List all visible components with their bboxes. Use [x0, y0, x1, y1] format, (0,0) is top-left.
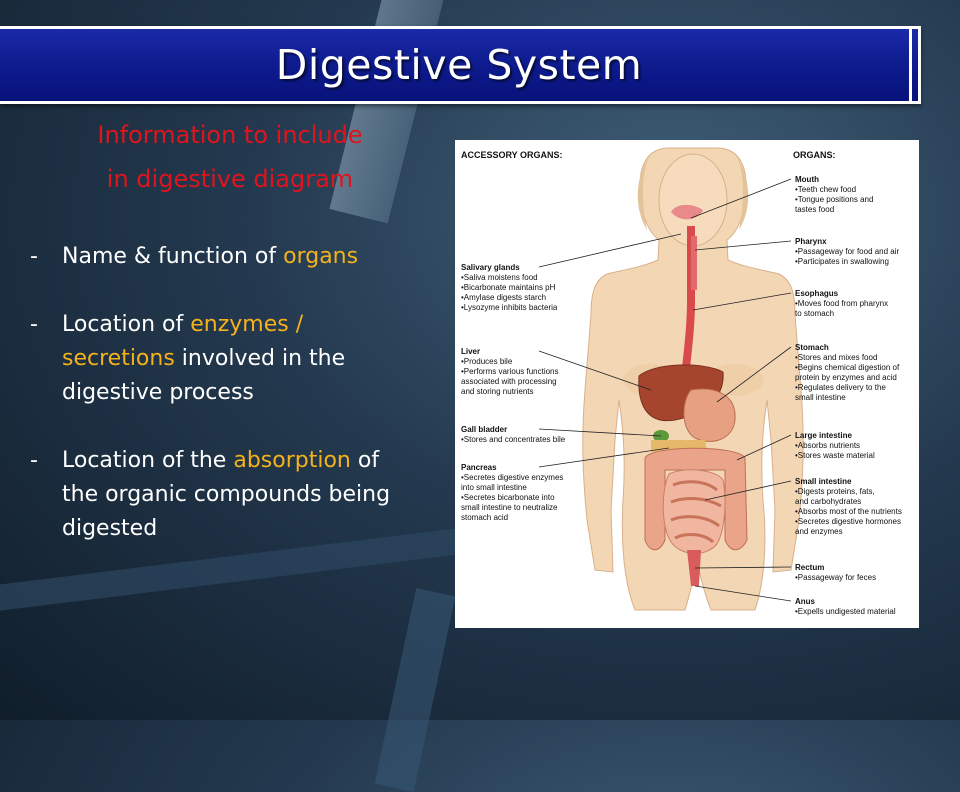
bullet-dash: - — [30, 448, 38, 473]
organ-function: •Stores and mixes food — [795, 353, 877, 362]
organ-function: •Tongue positions and — [795, 195, 873, 204]
organ-label: Gall bladder — [461, 425, 507, 434]
organ-function: •Secretes digestive hormones — [795, 517, 901, 526]
leader-line — [538, 428, 662, 437]
bullet-text: Location of the — [62, 448, 234, 473]
organ-label: Salivary glands — [461, 263, 520, 272]
organ-label: Pancreas — [461, 463, 497, 472]
leader-line — [736, 434, 792, 461]
leader-line — [538, 350, 652, 391]
organ-label: Large intestine — [795, 431, 852, 440]
bullet-text: Location of — [62, 312, 191, 337]
organ-label: Liver — [461, 347, 480, 356]
organ-function: •Stores and concentrates bile — [461, 435, 566, 444]
organ-function: •Participates in swallowing — [795, 257, 889, 266]
bullet-dash: - — [30, 312, 38, 337]
organ-function: •Produces bile — [461, 357, 513, 366]
organ-function: •Expells undigested material — [795, 607, 896, 616]
organ-function: •Lysozyme inhibits bacteria — [461, 303, 558, 312]
heading-line: in digestive diagram — [106, 165, 354, 193]
bullet-text: of the organic compounds being digested — [62, 448, 391, 541]
organ-function: •Moves food from pharynx — [795, 299, 888, 308]
organ-function: •Bicarbonate maintains pH — [461, 283, 556, 292]
left-header: ACCESSORY ORGANS: — [461, 150, 563, 160]
organ-function: •Absorbs most of the nutrients — [795, 507, 902, 516]
organ-label: Pharynx — [795, 237, 827, 246]
bullet-dash: - — [30, 244, 38, 269]
leader-line — [694, 240, 792, 251]
organ-label: Rectum — [795, 563, 824, 572]
organ-function: •Digests proteins, fats, — [795, 487, 875, 496]
organ-function: •Stores waste material — [795, 451, 875, 460]
organ-label: Small intestine — [795, 477, 852, 486]
organ-function: and storing nutrients — [461, 387, 534, 396]
organ-function: •Passageway for feces — [795, 573, 876, 582]
organ-function: and carbohydrates — [795, 497, 861, 506]
organ-function: •Regulates delivery to the — [795, 383, 886, 392]
organ-function: •Secretes bicarbonate into — [461, 493, 555, 502]
highlight-term: organs — [283, 244, 359, 269]
organ-label: Anus — [795, 597, 816, 606]
organ-function: •Teeth chew food — [795, 185, 856, 194]
background-stripe — [374, 588, 456, 792]
heading-line: Information to include — [97, 121, 363, 149]
section-heading: Information to include in digestive diag… — [40, 113, 420, 201]
digestive-diagram: ACCESSORY ORGANS:ORGANS:Salivary glands•… — [455, 140, 919, 628]
bullet-list: -Name & function of organs-Location of e… — [30, 240, 420, 580]
bullet-text: Name & function of — [62, 244, 284, 269]
leader-line — [694, 585, 792, 602]
organ-function: •Begins chemical digestion of — [795, 363, 900, 372]
leader-line — [704, 480, 792, 501]
organ-function: •Amylase digests starch — [461, 293, 546, 302]
leader-line — [538, 447, 670, 468]
organ-function: to stomach — [795, 309, 834, 318]
bullet-item: -Name & function of organs — [30, 240, 420, 274]
organ-label: Stomach — [795, 343, 829, 352]
highlight-term: secretions — [62, 346, 175, 371]
leader-line — [690, 178, 792, 219]
highlight-term: enzymes / — [190, 312, 304, 337]
organ-function: and enzymes — [795, 527, 843, 536]
leader-line — [716, 346, 792, 403]
bullet-text: involved in the digestive process — [62, 346, 346, 405]
leader-line — [694, 566, 792, 569]
bullet-item: -Location of enzymes / secretions involv… — [30, 308, 420, 410]
title-bar: Digestive System — [0, 26, 921, 104]
slide-title: Digestive System — [275, 41, 643, 89]
right-header: ORGANS: — [793, 150, 836, 160]
organ-function: associated with processing — [461, 377, 557, 386]
organ-function: •Secretes digestive enzymes — [461, 473, 563, 482]
organ-function: small intestine to neutralize — [461, 503, 558, 512]
organ-function: stomach acid — [461, 513, 508, 522]
organs — [638, 204, 748, 586]
organ-function: •Saliva moistens food — [461, 273, 538, 282]
organ-function: tastes food — [795, 205, 834, 214]
leader-line — [692, 292, 792, 311]
organ-label: Esophagus — [795, 289, 839, 298]
organ-function: into small intestine — [461, 483, 527, 492]
organ-function: •Absorbs nutrients — [795, 441, 860, 450]
organ-function: •Performs various functions — [461, 367, 559, 376]
diagram-labels: ACCESSORY ORGANS:ORGANS:Salivary glands•… — [461, 150, 902, 616]
organ-function: protein by enzymes and acid — [795, 373, 897, 382]
diagram-svg: ACCESSORY ORGANS:ORGANS:Salivary glands•… — [461, 147, 902, 616]
organ-function: •Passageway for food and air — [795, 247, 900, 256]
organ-function: small intestine — [795, 393, 846, 402]
organ-label: Mouth — [795, 175, 819, 184]
leader-line — [538, 233, 682, 268]
highlight-term: absorption — [233, 448, 351, 473]
bullet-item: -Location of the absorption of the organ… — [30, 444, 420, 546]
